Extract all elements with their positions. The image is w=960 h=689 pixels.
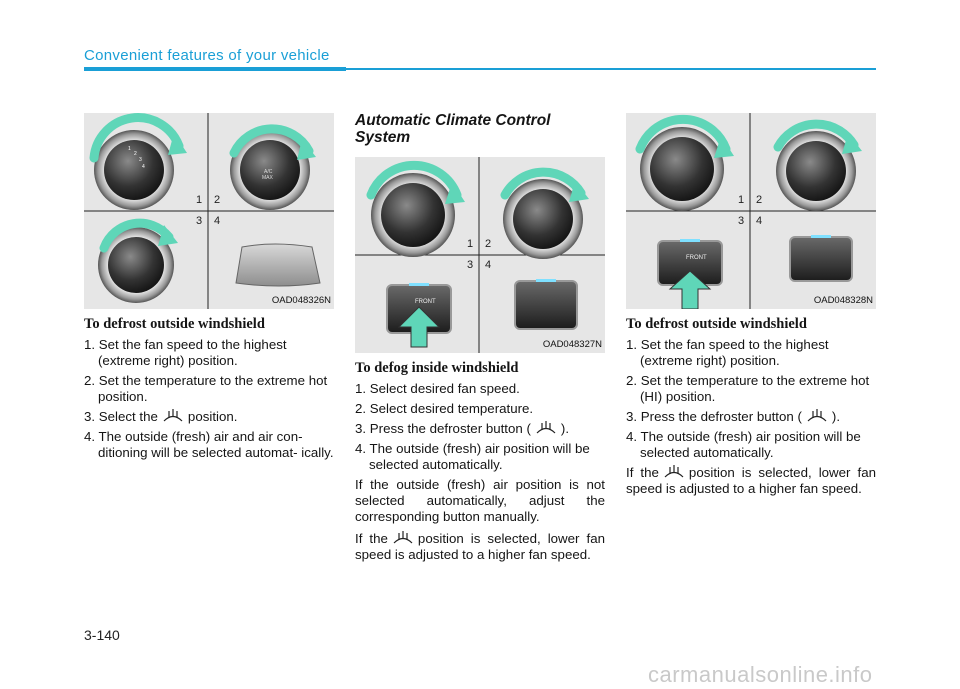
quadrant-2: 2 [485,238,492,250]
figure-left-drawing [84,113,334,309]
fig-left-label-max: MAX [262,175,273,181]
figure-code: OAD048328N [813,295,873,306]
figure-right-drawing [626,113,876,309]
fan-knob [104,140,164,200]
left-subheading: To defrost outside windshield [84,316,265,332]
defrost-icon [163,409,183,422]
rotate-arrow-icon [635,114,731,154]
step-2: 2. Set the temperature to the extreme ho… [626,373,870,404]
press-arrow-icon [397,306,441,348]
quadrant-1: 1 [738,194,745,206]
front-button-label: FRONT [686,255,707,261]
left-text-column: To defrost outside windshield 1. Set the… [84,316,334,465]
quadrant-2: 2 [214,194,221,206]
quadrant-1: 1 [467,238,474,250]
figure-left: 1 2 3 4 A/C MAX 1 2 3 4 OAD048326N [84,113,334,309]
paragraph-2-text-a: If the [355,531,388,546]
rotate-arrow-icon [773,119,859,152]
fan-knob [650,137,714,201]
paragraph-1-text-a: If the [626,465,659,480]
paragraph-1-text-b: position is selected, lower fan speed is… [626,465,876,496]
rotate-arrow-icon [500,167,586,200]
fig-left-label-ac: A/C [264,169,273,175]
quadrant-3: 3 [467,259,474,271]
fig-left-label-1: 1 [128,146,131,152]
temp-knob [513,189,573,249]
temp-knob [240,140,300,200]
step-1: 1. Set the fan speed to the highest (ext… [626,337,829,368]
step-3-text-b: position. [187,409,238,424]
defrost-icon [664,465,684,478]
step-3-text-a: 3. Press the defroster button ( [355,421,531,436]
step-1: 1. Select desired fan speed. [355,381,520,396]
section-title: Automatic Climate Control System [355,112,551,146]
step-4: 4. The outside (fresh) air and air con- … [84,429,334,460]
step-2: 2. Select desired temperature. [355,401,534,416]
quadrant-2: 2 [756,194,763,206]
figure-right: FRONT 1 2 3 4 OAD048328N [626,113,876,309]
front-button-label: FRONT [415,299,436,305]
quadrant-4: 4 [485,259,492,271]
step-4: 4. The outside (fresh) air position will… [626,429,861,460]
rotate-arrow-icon [89,113,184,163]
temp-knob [786,141,846,201]
page-number: 3-140 [84,627,120,643]
defrost-icon [393,531,413,544]
step-3-text-a: 3. Press the defroster button ( [626,409,802,424]
figure-middle-drawing [355,157,605,353]
rotate-arrow-icon [99,218,174,253]
recirculation-button [789,236,853,282]
section-header: Convenient features of your vehicle [84,47,330,64]
step-2: 2. Set the temperature to the extreme ho… [84,373,328,404]
rotate-arrow-icon [366,160,462,200]
quadrant-3: 3 [196,215,203,227]
fig-left-label-3: 3 [139,157,142,163]
press-arrow-icon [668,270,712,309]
header-rule-thick [84,67,346,71]
fig-left-label-2: 2 [134,151,137,157]
fan-knob [381,183,445,247]
step-3-text-b: ). [560,421,570,436]
defrost-icon [536,421,556,434]
step-3: 3. Press the defroster button (). [626,409,876,425]
site-watermark: carmanualsonline.info [648,662,873,687]
middle-subheading: To defog inside windshield [355,360,519,376]
step-4: 4. The outside (fresh) air position will… [355,441,590,472]
figure-code: OAD048327N [542,339,602,350]
step-3-text-b: ). [831,409,841,424]
paragraph-2-text-b: position is selected, lower fan speed is… [355,531,605,562]
right-text-column: To defrost outside windshield 1. Set the… [626,316,876,503]
mode-knob [108,237,164,293]
quadrant-4: 4 [756,215,763,227]
recirculation-button [235,243,321,287]
step-3: 3. Select the position. [84,409,334,425]
defrost-icon [807,409,827,422]
figure-middle: FRONT 1 2 3 4 OAD048327N [355,157,605,353]
fig-left-label-4: 4 [142,164,145,170]
recirculation-button [514,280,578,330]
right-subheading: To defrost outside windshield [626,316,807,332]
middle-title-block: Automatic Climate Control System [355,112,605,146]
paragraph-1: If the outside (fresh) air position is n… [355,477,605,524]
quadrant-4: 4 [214,215,221,227]
figure-code: OAD048326N [271,295,331,306]
middle-text-column: To defog inside windshield 1. Select des… [355,360,605,569]
step-3-text-a: 3. Select the [84,409,158,424]
header-rule-thin [346,68,876,70]
step-3: 3. Press the defroster button (). [355,421,605,437]
step-1: 1. Set the fan speed to the highest (ext… [84,337,287,368]
quadrant-3: 3 [738,215,745,227]
quadrant-1: 1 [196,194,203,206]
